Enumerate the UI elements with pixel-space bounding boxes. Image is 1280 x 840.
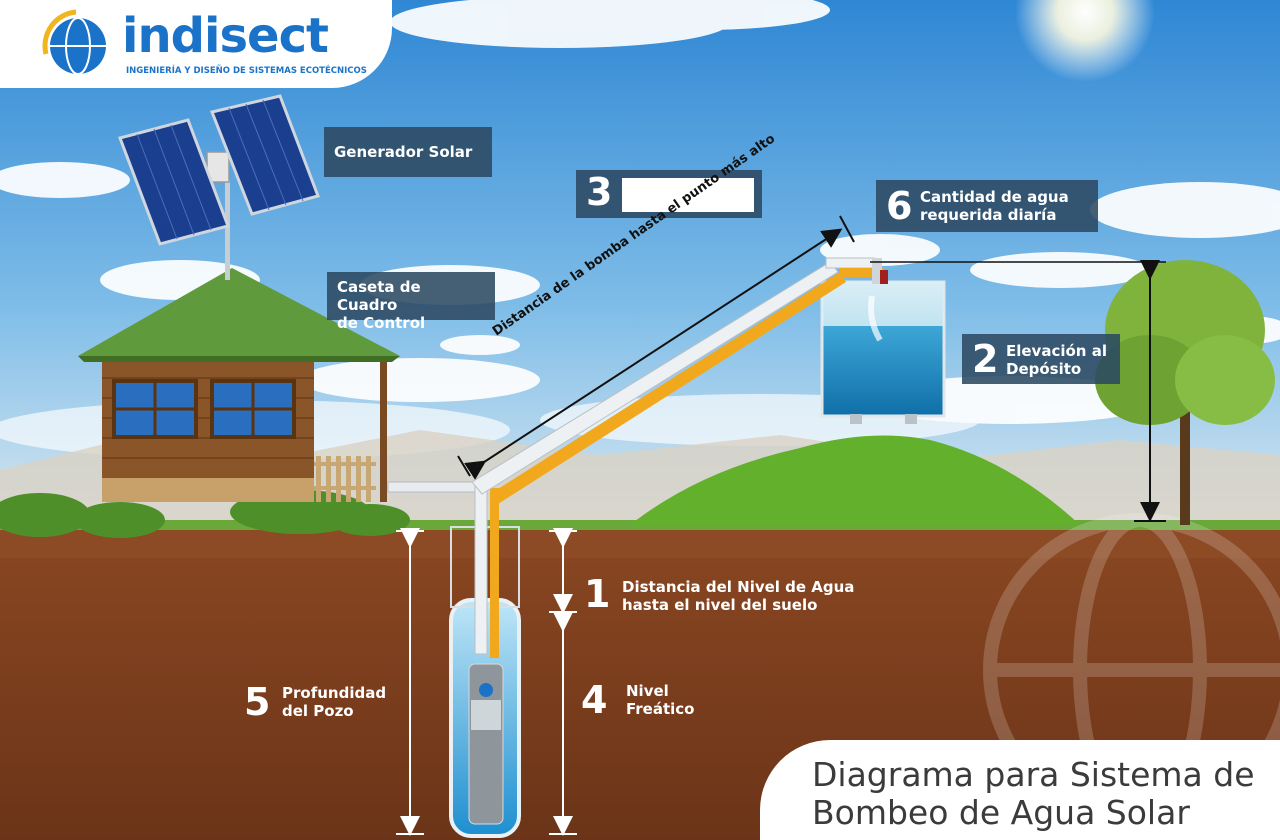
globe-logo-icon bbox=[42, 9, 106, 75]
measurement-arrows bbox=[396, 215, 1166, 836]
title-panel: Diagrama para Sistema de Bombeo de Agua … bbox=[760, 740, 1280, 840]
green-hill bbox=[630, 435, 1080, 525]
item3-number: 3 bbox=[586, 170, 613, 214]
item2-line2: Depósito bbox=[1006, 360, 1082, 378]
logo-tagline: INGENIERÍA Y DISEÑO DE SISTEMAS ECOTÉCNI… bbox=[126, 66, 367, 76]
item5-number: 5 bbox=[244, 680, 271, 724]
water-tank bbox=[820, 280, 946, 424]
label-item-6: 6 Cantidad de agua requerida diaría bbox=[876, 180, 1098, 232]
item1-line2: hasta el nivel del suelo bbox=[622, 596, 818, 614]
item4-number: 4 bbox=[581, 678, 608, 722]
item6-number: 6 bbox=[886, 184, 913, 228]
control-house-line2: de Control bbox=[337, 314, 426, 332]
logo-panel: indisect INGENIERÍA Y DISEÑO DE SISTEMAS… bbox=[0, 0, 392, 88]
diagram-title: Diagrama para Sistema de Bombeo de Agua … bbox=[812, 756, 1255, 832]
control-house-line1: Caseta de Cuadro bbox=[337, 278, 421, 314]
title-line1: Diagrama para Sistema de bbox=[812, 755, 1255, 794]
title-line2: Bombeo de Agua Solar bbox=[812, 793, 1190, 832]
item5-line1: Profundidad bbox=[282, 684, 387, 702]
solar-generator-text: Generador Solar bbox=[334, 143, 473, 161]
label-item-2: 2 Elevación al Depósito bbox=[962, 334, 1120, 384]
item5-line2: del Pozo bbox=[282, 702, 354, 720]
solar-panels bbox=[118, 94, 320, 280]
item1-number: 1 bbox=[584, 572, 611, 616]
item6-line2: requerida diaría bbox=[920, 206, 1057, 224]
label-solar-generator: Generador Solar bbox=[324, 127, 492, 177]
item4-line1: Nivel bbox=[626, 682, 669, 700]
logo-wordmark: indisect bbox=[122, 8, 329, 64]
item6-line1: Cantidad de agua bbox=[920, 188, 1069, 206]
sun bbox=[1015, 0, 1155, 82]
item4-line2: Freático bbox=[626, 700, 695, 718]
item2-number: 2 bbox=[972, 337, 999, 381]
item1-line1: Distancia del Nivel de Agua bbox=[622, 578, 855, 596]
label-control-house: Caseta de Cuadro de Control bbox=[327, 272, 495, 332]
item2-line1: Elevación al bbox=[1006, 342, 1107, 360]
control-house bbox=[78, 268, 400, 502]
blank-field bbox=[622, 178, 754, 212]
